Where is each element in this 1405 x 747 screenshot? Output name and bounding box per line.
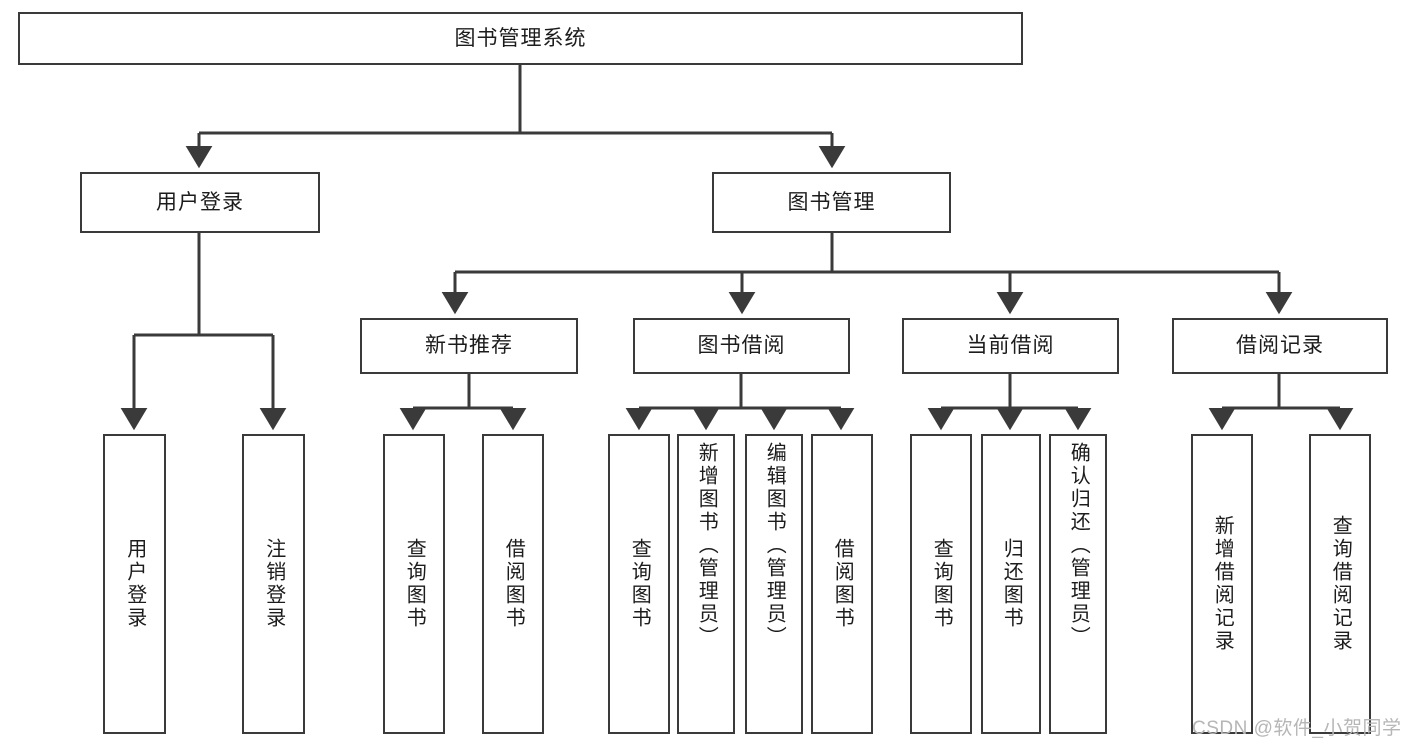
node-label: 确认归还（管理员） xyxy=(1067,442,1090,649)
node-label: 查询图书 xyxy=(930,538,953,630)
node-label: 新增图书（管理员） xyxy=(695,442,718,649)
node-book-management[interactable]: 图书管理 xyxy=(712,172,951,233)
node-label: 查询借阅记录 xyxy=(1329,515,1352,653)
node-borrow-records[interactable]: 借阅记录 xyxy=(1172,318,1388,374)
leaf-borrow-books-recommend[interactable]: 借阅图书 xyxy=(482,434,544,734)
node-label: 新增借阅记录 xyxy=(1211,515,1234,653)
node-label: 用户登录 xyxy=(123,538,146,630)
node-label: 借阅图书 xyxy=(831,538,854,630)
leaf-add-borrow-record[interactable]: 新增借阅记录 xyxy=(1191,434,1253,734)
node-label: 图书借阅 xyxy=(697,334,786,358)
leaf-edit-book-admin[interactable]: 编辑图书（管理员） xyxy=(745,434,803,734)
leaf-query-books-recommend[interactable]: 查询图书 xyxy=(383,434,445,734)
node-label: 当前借阅 xyxy=(966,334,1055,358)
leaf-query-borrow-record[interactable]: 查询借阅记录 xyxy=(1309,434,1371,734)
leaf-add-book-admin[interactable]: 新增图书（管理员） xyxy=(677,434,735,734)
leaf-logout[interactable]: 注销登录 xyxy=(242,434,305,734)
node-label: 注销登录 xyxy=(262,538,285,630)
node-label: 编辑图书（管理员） xyxy=(763,442,786,649)
node-label: 用户登录 xyxy=(156,190,244,214)
node-current-borrow[interactable]: 当前借阅 xyxy=(902,318,1119,374)
node-user-login[interactable]: 用户登录 xyxy=(80,172,320,233)
node-label: 借阅记录 xyxy=(1236,334,1324,358)
node-label: 查询图书 xyxy=(403,538,426,630)
leaf-borrow-books-borrow[interactable]: 借阅图书 xyxy=(811,434,873,734)
node-root-book-management-system[interactable]: 图书管理系统 xyxy=(18,12,1023,65)
node-label: 查询图书 xyxy=(628,538,651,630)
node-label: 图书管理 xyxy=(787,190,876,214)
node-label: 借阅图书 xyxy=(502,538,525,630)
leaf-confirm-return-admin[interactable]: 确认归还（管理员） xyxy=(1049,434,1107,734)
node-book-borrow[interactable]: 图书借阅 xyxy=(633,318,850,374)
leaf-return-books[interactable]: 归还图书 xyxy=(981,434,1041,734)
node-new-book-recommend[interactable]: 新书推荐 xyxy=(360,318,578,374)
node-label: 图书管理系统 xyxy=(454,26,587,50)
node-label: 新书推荐 xyxy=(425,334,513,358)
leaf-query-books-borrow[interactable]: 查询图书 xyxy=(608,434,670,734)
csdn-watermark: CSDN @软件_小贺同学 xyxy=(1192,718,1402,739)
node-label: 归还图书 xyxy=(1000,538,1023,630)
leaf-query-books-current[interactable]: 查询图书 xyxy=(910,434,972,734)
leaf-user-login[interactable]: 用户登录 xyxy=(103,434,166,734)
